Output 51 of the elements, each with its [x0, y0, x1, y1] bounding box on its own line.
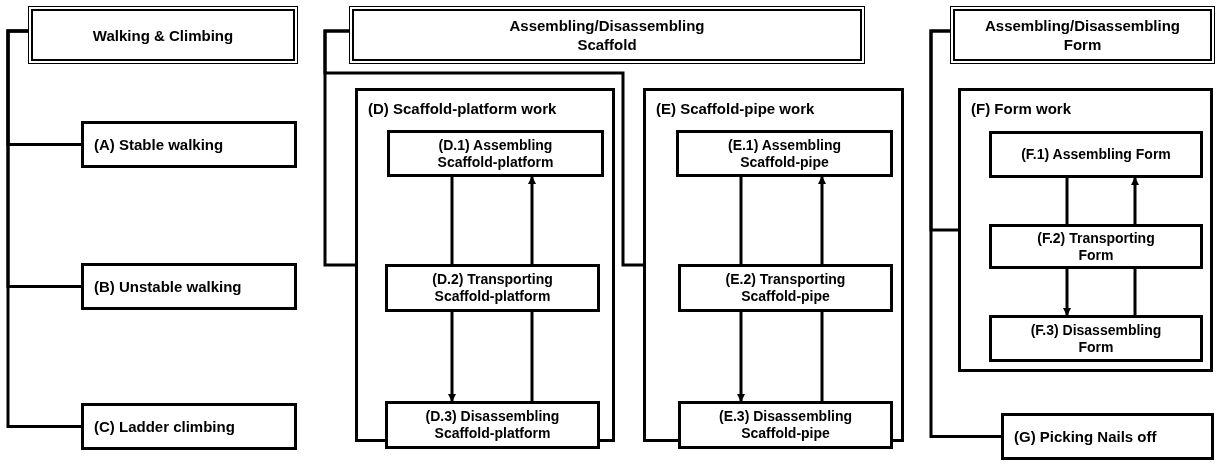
task-box	[387, 130, 604, 177]
category-header-box	[28, 6, 298, 64]
arrow	[737, 312, 745, 402]
category-title: Walking & Climbing	[92, 25, 234, 45]
arrow	[1063, 269, 1071, 316]
task-box	[385, 264, 600, 312]
activity-label: (C) Ladder climbing	[94, 418, 235, 435]
category-header-box	[349, 6, 865, 64]
task-box	[678, 401, 893, 449]
arrow	[818, 176, 826, 264]
connector-line	[1133, 269, 1137, 315]
tree-connector	[323, 29, 643, 267]
arrow	[1131, 177, 1139, 224]
group-title: (F) Form work	[971, 100, 1071, 117]
task-label: (E.3) Disassembling Scaffold-pipe	[717, 408, 853, 442]
group-title: (E) Scaffold-pipe work	[656, 100, 815, 117]
task-box	[989, 315, 1203, 362]
connector-line	[739, 177, 743, 264]
group-box	[958, 88, 1213, 372]
task-box	[989, 131, 1203, 178]
connector-line	[1065, 178, 1069, 224]
activity-label: (B) Unstable walking	[94, 278, 242, 295]
task-label: (F.2) Transporting Form	[1036, 229, 1156, 264]
task-label: (D.1) Assembling Scaffold-platform	[436, 136, 555, 171]
activity-box	[81, 121, 297, 168]
category-title: Assembling/Disassembling Form	[983, 16, 1182, 54]
activity-label: (A) Stable walking	[94, 136, 224, 153]
group-title: (D) Scaffold-platform work	[368, 100, 557, 117]
task-label: (F.1) Assembling Form	[1021, 146, 1171, 163]
task-label: (F.3) Disassembling Form	[1029, 321, 1163, 356]
category-header-box	[950, 6, 1215, 64]
task-box	[385, 401, 600, 449]
task-box	[678, 264, 893, 312]
connector-line	[820, 312, 824, 401]
activity-label: (G) Picking Nails off	[1014, 428, 1157, 445]
arrow	[448, 312, 456, 402]
task-label: (D.3) Disassembling Scaffold-platform	[424, 408, 561, 442]
task-box	[989, 224, 1203, 269]
arrow	[528, 176, 536, 264]
task-label: (E.1) Assembling Scaffold-pipe	[726, 136, 843, 171]
task-label: (E.2) Transporting Scaffold-pipe	[724, 271, 847, 305]
activity-box	[81, 263, 297, 310]
activity-box	[81, 403, 297, 450]
category-title: Assembling/Disassembling Scaffold	[508, 16, 706, 54]
tree-connector	[6, 29, 81, 428]
connector-line	[530, 312, 534, 401]
task-label: (D.2) Transporting Scaffold-platform	[431, 271, 554, 305]
connector-line	[450, 177, 454, 264]
activity-box	[1001, 413, 1214, 460]
tree-connector	[929, 29, 1001, 438]
task-box	[676, 130, 893, 177]
